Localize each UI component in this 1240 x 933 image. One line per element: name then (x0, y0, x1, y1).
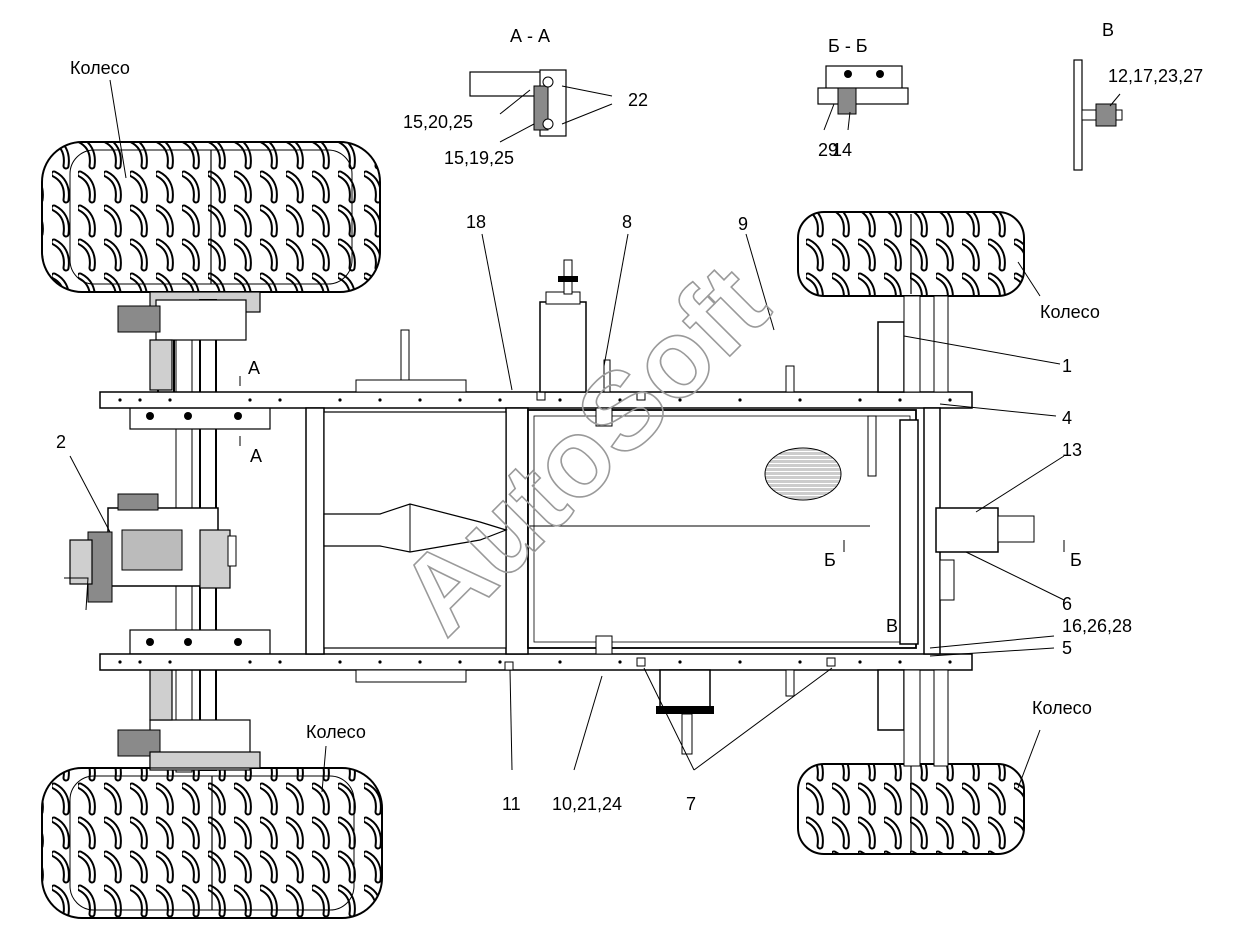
part-11-label: 11 (502, 794, 521, 814)
part-22-label: 22 (628, 90, 648, 110)
part-15-19-25-label: 15,19,25 (444, 148, 514, 168)
section-bb-view (817, 65, 909, 115)
wheel-front-right (797, 211, 1025, 297)
section-aa-view (469, 69, 567, 137)
part-18-label: 18 (466, 212, 486, 232)
main-frame (99, 379, 973, 683)
part-14-label: 14 (832, 140, 852, 160)
section-aa-title: А - А (510, 26, 550, 46)
part-13-label: 13 (1062, 440, 1082, 460)
part-4-label: 4 (1062, 408, 1072, 428)
wheel-label-front-left: Колесо (70, 58, 130, 78)
cut-mark-a-bottom: А (250, 446, 262, 466)
part-7-label: 7 (686, 794, 696, 814)
section-bb-title: Б - Б (828, 36, 868, 56)
part-12-17-23-27-label: 12,17,23,27 (1108, 66, 1203, 86)
right-axle-assembly (785, 295, 1035, 767)
leader-lines (69, 79, 1121, 793)
wheel-rear-left (41, 767, 383, 919)
part-9-label: 9 (738, 214, 748, 234)
cut-mark-b-left: Б (824, 550, 836, 570)
wheel-label-rear-left: Колесо (306, 722, 366, 742)
hydraulic-cylinder-bottom (595, 635, 714, 755)
wheel-label-rear-right: Колесо (1032, 698, 1092, 718)
wheel-rear-right (797, 763, 1025, 855)
part-2-label: 2 (56, 432, 66, 452)
detail-v-title: В (1102, 20, 1114, 40)
part-1-label: 1 (1062, 356, 1072, 376)
part-5-label: 5 (1062, 638, 1072, 658)
detail-v-view (1073, 59, 1123, 171)
cut-mark-a-top: А (248, 358, 260, 378)
part-8-label: 8 (622, 212, 632, 232)
part-16-26-28-label: 16,26,28 (1062, 616, 1132, 636)
part-10-21-24-label: 10,21,24 (552, 794, 622, 814)
part-15-20-25-label: 15,20,25 (403, 112, 473, 132)
part-6-label: 6 (1062, 594, 1072, 614)
wheel-label-front-right: Колесо (1040, 302, 1100, 322)
cut-mark-b-right: Б (1070, 550, 1082, 570)
part-29-label: 29 (818, 140, 838, 160)
hydraulic-cylinder-top (400, 259, 613, 427)
gearbox-assembly (64, 493, 237, 611)
detail-v-callout: В (886, 616, 898, 636)
cut-marks (239, 376, 1065, 552)
wheel-front-left (41, 141, 381, 293)
